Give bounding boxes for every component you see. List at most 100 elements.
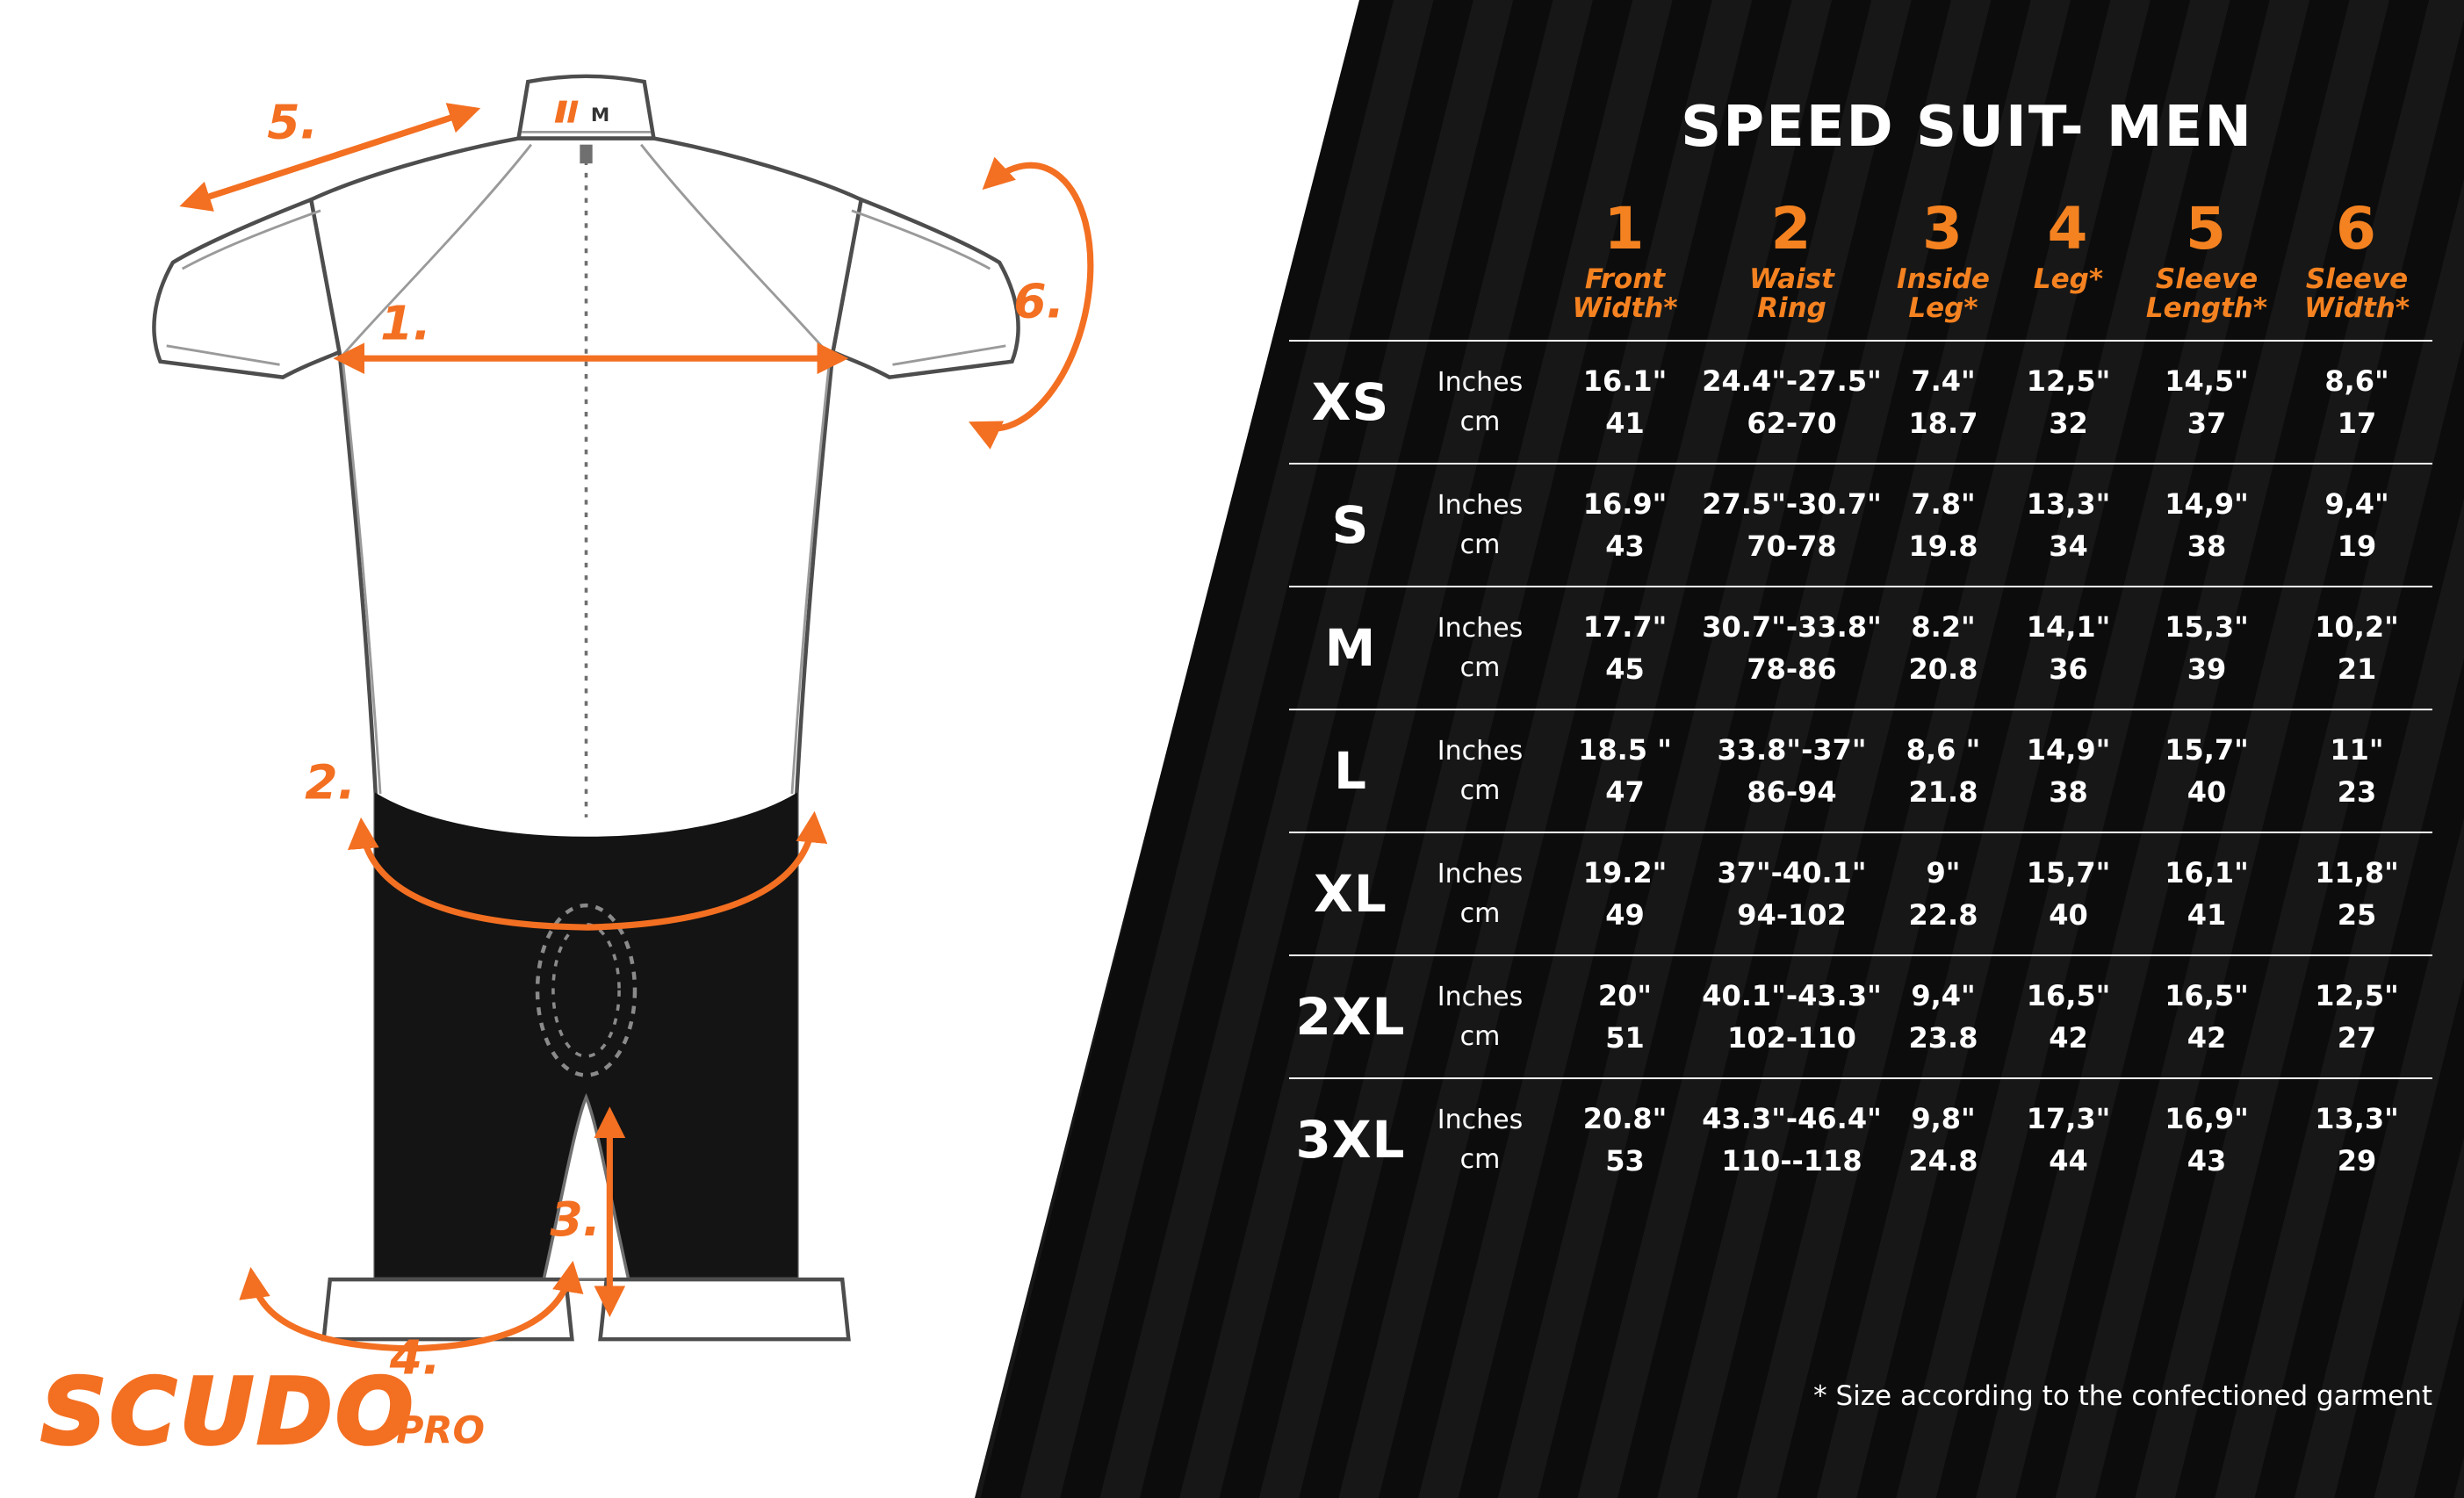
value-inches: 40.1"-43.3" [1702, 978, 1882, 1012]
value-cell: 7.8"19.8 [1882, 483, 2005, 567]
value-inches: 43.3"-46.4" [1702, 1101, 1882, 1135]
value-cm: 24.8 [1908, 1143, 1978, 1178]
value-cell: 9,8"24.8 [1882, 1098, 2005, 1182]
value-inches: 9" [1926, 855, 1961, 889]
value-inches: 20.8" [1582, 1101, 1668, 1135]
arrow-4-leg-ring [239, 1260, 584, 1352]
value-cm: 41 [2187, 897, 2227, 932]
column-number: 6 [2336, 195, 2378, 263]
value-cell: 40.1"-43.3"102-110 [1702, 975, 1882, 1059]
value-cm: 32 [2049, 406, 2088, 440]
unit-inches: Inches [1437, 981, 1524, 1012]
value-cm: 44 [2049, 1143, 2088, 1178]
value-cm: 25 [2337, 897, 2377, 932]
size-label: XS [1311, 371, 1390, 432]
label-5: 5. [267, 95, 318, 150]
value-cell: 12,5" 32 [2005, 360, 2132, 444]
chamois-pad-inner [551, 922, 621, 1058]
value-inches: 17.7" [1582, 609, 1668, 644]
suit-collar [515, 74, 657, 140]
unit-inches: Inches [1437, 858, 1524, 889]
value-cell: 27.5"-30.7"70-78 [1702, 483, 1882, 567]
value-cm: 41 [1605, 406, 1645, 440]
label-3: 3. [550, 1192, 601, 1247]
value-cell: 8,6 "21.8 [1882, 729, 2005, 813]
value-cm: 20.8 [1908, 652, 1978, 686]
value-cm: 29 [2337, 1143, 2377, 1178]
value-inches: 10,2" [2315, 609, 2399, 644]
value-cell: 15,7" 40 [2005, 852, 2132, 936]
value-cell: 17.7"45 [1548, 606, 1702, 690]
arrow-2-waist-ring [348, 810, 828, 931]
value-cell: 16,5"42 [2005, 975, 2132, 1059]
column-label: Sleeve Length* [2145, 263, 2268, 325]
logo-pro-text: PRO [396, 1408, 485, 1452]
unit-cm: cm [1459, 774, 1501, 806]
value-inches: 16,5" [2026, 978, 2111, 1012]
value-cm: 18.7 [1908, 406, 1978, 440]
value-inches: 12,5" [2026, 364, 2111, 398]
value-cm: 62-70 [1747, 406, 1837, 440]
value-inches: 33.8"-37" [1717, 732, 1867, 767]
size-label: 2XL [1295, 986, 1406, 1047]
value-cm: 40 [2049, 897, 2088, 932]
column-label: Front Width* [1572, 263, 1678, 325]
value-inches: 20" [1597, 978, 1653, 1012]
value-cell: 14,9" 38 [2005, 729, 2132, 813]
zipper-pull [580, 144, 593, 164]
value-inches: 11" [2330, 732, 2384, 767]
value-inches: 13,3" [2026, 486, 2111, 521]
value-cell: 24.4"-27.5"62-70 [1702, 360, 1882, 444]
value-cell: 37"-40.1"94-102 [1702, 852, 1882, 936]
label-6: 6. [1013, 274, 1064, 329]
column-number: 4 [2047, 195, 2090, 263]
value-inches: 15,7" [2026, 855, 2111, 889]
unit-cm: cm [1459, 897, 1501, 929]
value-cm: 42 [2187, 1020, 2227, 1055]
value-cell: 8,6"17 [2281, 360, 2432, 444]
value-cell: 19.2"49 [1548, 852, 1702, 936]
value-cell: 11,8"25 [2281, 852, 2432, 936]
value-inches: 16.1" [1582, 364, 1668, 398]
value-inches: 16.9" [1582, 486, 1668, 521]
unit-inches: Inches [1437, 366, 1524, 398]
value-inches: 9,4" [2324, 486, 2389, 521]
value-inches: 8,6" [2324, 364, 2389, 398]
value-inches: 14,9" [2026, 732, 2111, 767]
value-cm: 38 [2187, 529, 2227, 563]
column-number: 2 [1770, 195, 1813, 263]
label-1: 1. [380, 296, 431, 351]
value-cell: 9,4" 19 [2281, 483, 2432, 567]
value-inches: 14,5" [2165, 364, 2249, 398]
value-cell: 12,5"27 [2281, 975, 2432, 1059]
value-cm: 36 [2049, 652, 2088, 686]
value-inches: 17,3" [2026, 1101, 2111, 1135]
value-cell: 13,3"29 [2281, 1098, 2432, 1182]
value-cell: 13,3"34 [2005, 483, 2132, 567]
value-cm: 38 [2049, 774, 2088, 809]
column-label: Sleeve Width* [2303, 263, 2410, 325]
value-inches: 15,3" [2165, 609, 2249, 644]
value-cell: 16,5" 42 [2132, 975, 2281, 1059]
unit-cm: cm [1459, 529, 1501, 560]
size-label: XL [1314, 863, 1387, 924]
value-cm: 51 [1605, 1020, 1645, 1055]
unit-labels: Inches cm [1412, 854, 1548, 933]
value-inches: 7.4" [1911, 364, 1976, 398]
logo-scudo-text: SCUDO [41, 1359, 416, 1465]
scudo-pro-logo: SCUDO PRO [40, 1358, 485, 1467]
value-cell: 9"22.8 [1882, 852, 2005, 936]
value-cm: 19 [2337, 529, 2377, 563]
value-inches: 16,5" [2165, 978, 2249, 1012]
size-label: 3XL [1295, 1109, 1406, 1170]
